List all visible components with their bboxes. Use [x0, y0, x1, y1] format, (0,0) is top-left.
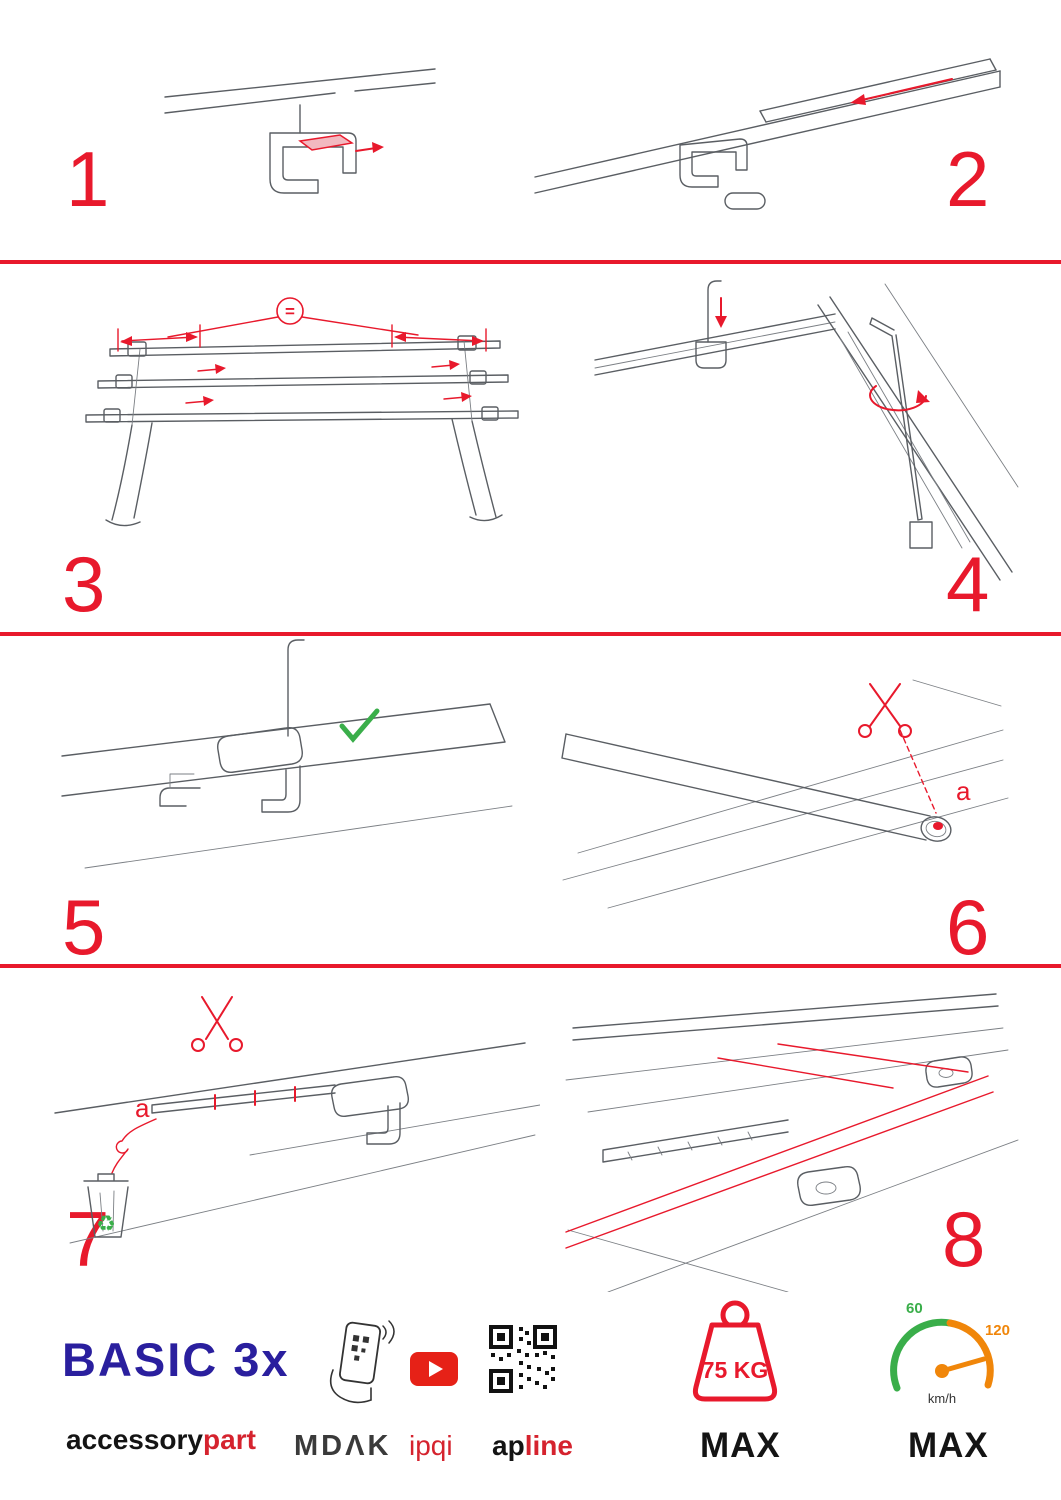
clamp-assembly: [331, 1076, 409, 1145]
step-4-illustration: [594, 280, 1019, 581]
step-1-number: 1: [66, 135, 110, 223]
step-3-number: 3: [62, 540, 106, 628]
step-8-number: 8: [942, 1195, 986, 1283]
clamp-body: [269, 132, 357, 194]
trash-icon: [83, 1173, 129, 1238]
step-7-illustration: a ♻: [54, 996, 540, 1244]
clamp-assembly: [159, 727, 303, 813]
fit-plate: [298, 134, 354, 151]
speed-high-label: 120: [985, 1322, 1010, 1339]
dimension-arrows: [117, 324, 487, 352]
cut-mark: [933, 822, 943, 830]
step-6-illustration: a: [561, 679, 1009, 909]
step-1-illustration: [164, 68, 436, 194]
speed-max-label: MAX: [908, 1426, 989, 1465]
section-divider: [0, 632, 1061, 636]
qr-code: [489, 1325, 557, 1393]
speedometer-icon: 60 120 km/h: [890, 1300, 1010, 1406]
check-icon: [339, 708, 380, 743]
cut-line: [899, 729, 937, 814]
insert-down-arrow-icon: [715, 297, 727, 328]
step-6-number: 6: [946, 883, 990, 971]
hand-outline: [329, 1369, 372, 1404]
section-divider: [0, 260, 1061, 264]
clamp-body: [679, 138, 748, 188]
ipqi-logo: ipqi: [409, 1430, 453, 1461]
insert-arrow-icon: [355, 142, 384, 153]
cut-label: a: [135, 1093, 150, 1123]
discard-cord: [111, 1118, 157, 1174]
apline-ap: ap: [492, 1430, 525, 1461]
weight-icon: 75 KG: [692, 1300, 778, 1402]
hex-key: [869, 317, 933, 549]
phone-qr-icon: [329, 1320, 395, 1404]
rotation-arrow-icon: [869, 385, 930, 412]
step-3-illustration: =: [85, 297, 519, 527]
section-divider: [0, 964, 1061, 968]
speed-unit-label: km/h: [928, 1391, 956, 1406]
cut-label: a: [956, 776, 971, 806]
recycle-icon: ♻: [96, 1211, 116, 1236]
step-5-illustration: [61, 639, 513, 869]
youtube-icon: [410, 1352, 458, 1386]
equal-symbol: =: [285, 302, 295, 321]
weight-max-label: MAX: [700, 1426, 781, 1465]
adjust-arrows: [185, 360, 472, 406]
step-4-number: 4: [946, 540, 990, 628]
tagline-black: accessory: [66, 1424, 204, 1455]
brand-tagline: accessorypart: [66, 1424, 256, 1456]
scissors-icon: [191, 996, 243, 1052]
scissors-icon: [858, 683, 912, 738]
apline-line: line: [524, 1430, 573, 1461]
step-2-number: 2: [946, 135, 990, 223]
mdak-logo: MDΛK: [294, 1430, 392, 1462]
brand-logo: BASIC 3x: [62, 1333, 290, 1386]
speed-low-label: 60: [906, 1300, 923, 1317]
alignment-lines: [565, 1043, 994, 1249]
step-8-illustration: [565, 993, 1019, 1292]
trim-marks: [214, 1086, 296, 1110]
apline-logo: apline: [492, 1430, 573, 1462]
t-bolt-clamp-large: [797, 1166, 861, 1206]
step-2-illustration: [534, 58, 1001, 210]
clamp-body: [695, 341, 727, 369]
equal-spacing-badge: =: [167, 297, 419, 338]
tagline-red: part: [203, 1424, 256, 1455]
weight-value: 75 KG: [702, 1357, 768, 1383]
step-5-number: 5: [62, 883, 106, 971]
needle: [939, 1356, 987, 1374]
slide-arrow-icon: [850, 78, 953, 105]
end-cap: [724, 192, 766, 210]
signal-waves: [382, 1320, 395, 1344]
